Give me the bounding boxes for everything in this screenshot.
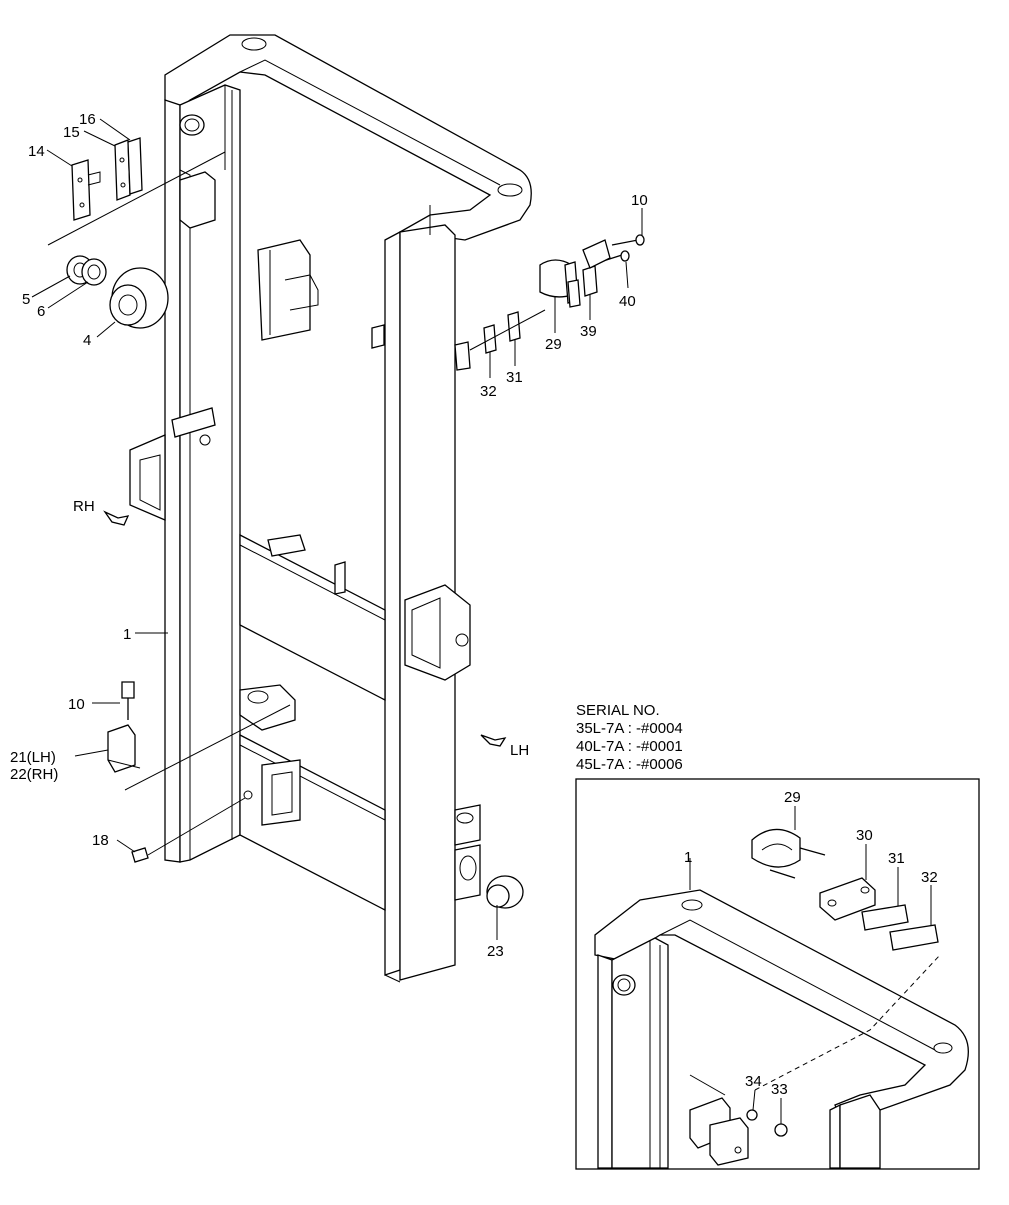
serial-line-35l: 35L-7A : -#0004 xyxy=(576,720,683,737)
label-10-lower: 10 xyxy=(68,696,85,713)
part-10-bolt-lower xyxy=(121,681,135,720)
label-1: 1 xyxy=(123,626,131,643)
label-4: 4 xyxy=(83,332,91,349)
label-14: 14 xyxy=(28,143,45,160)
inset-label-30: 30 xyxy=(856,827,873,844)
label-15: 15 xyxy=(63,124,80,141)
inset-frame xyxy=(575,778,980,1170)
label-5: 5 xyxy=(22,291,30,308)
mast-frame xyxy=(129,34,532,983)
serial-title: SERIAL NO. xyxy=(576,702,660,719)
leader-line xyxy=(147,797,246,856)
part-15-plate xyxy=(114,139,131,201)
inset-label-33: 33 xyxy=(771,1081,788,1098)
serial-line-40l: 40L-7A : -#0001 xyxy=(576,738,683,755)
part-16-plate xyxy=(127,137,143,195)
label-10-top: 10 xyxy=(631,192,648,209)
label-31: 31 xyxy=(506,369,523,386)
lh-arrow-icon xyxy=(480,734,507,747)
label-6: 6 xyxy=(37,303,45,320)
part-14-plate xyxy=(71,159,101,221)
label-32: 32 xyxy=(480,383,497,400)
part-21-22-bracket xyxy=(107,724,141,773)
inset-label-29: 29 xyxy=(784,789,801,806)
rh-arrow-icon xyxy=(103,510,130,526)
part-39-plate xyxy=(582,265,598,297)
label-21: 21(LH) xyxy=(10,749,56,766)
inset-label-31: 31 xyxy=(888,850,905,867)
serial-line-45l: 45L-7A : -#0006 xyxy=(576,756,683,773)
label-40: 40 xyxy=(619,293,636,310)
callout-leaders xyxy=(31,118,643,940)
inset-label-34: 34 xyxy=(745,1073,762,1090)
part-10-bolt-top xyxy=(582,234,645,269)
label-16: 16 xyxy=(79,111,96,128)
part-23-bearing xyxy=(486,875,524,909)
part-6-washer xyxy=(81,258,107,286)
part-18-fitting xyxy=(131,847,149,863)
leader-line xyxy=(47,151,226,246)
serial-number-note: SERIAL NO. 35L-7A : -#0004 40L-7A : -#00… xyxy=(576,702,683,774)
leader-line xyxy=(124,704,291,791)
part-4-bearing xyxy=(109,267,169,329)
inset-label-1: 1 xyxy=(684,849,692,866)
label-29: 29 xyxy=(545,336,562,353)
label-rh: RH xyxy=(73,498,95,515)
label-23: 23 xyxy=(487,943,504,960)
label-lh: LH xyxy=(510,742,529,759)
part-29-clamp xyxy=(539,259,581,308)
label-39: 39 xyxy=(580,323,597,340)
label-18: 18 xyxy=(92,832,109,849)
callout-labels: 1 4 5 6 10 10 14 15 16 18 21(LH) 22(RH) … xyxy=(10,111,648,960)
leader-line xyxy=(469,309,546,351)
label-22: 22(RH) xyxy=(10,766,58,783)
inset-detail: 1 29 30 31 32 33 34 xyxy=(575,778,980,1170)
inset-label-32: 32 xyxy=(921,869,938,886)
